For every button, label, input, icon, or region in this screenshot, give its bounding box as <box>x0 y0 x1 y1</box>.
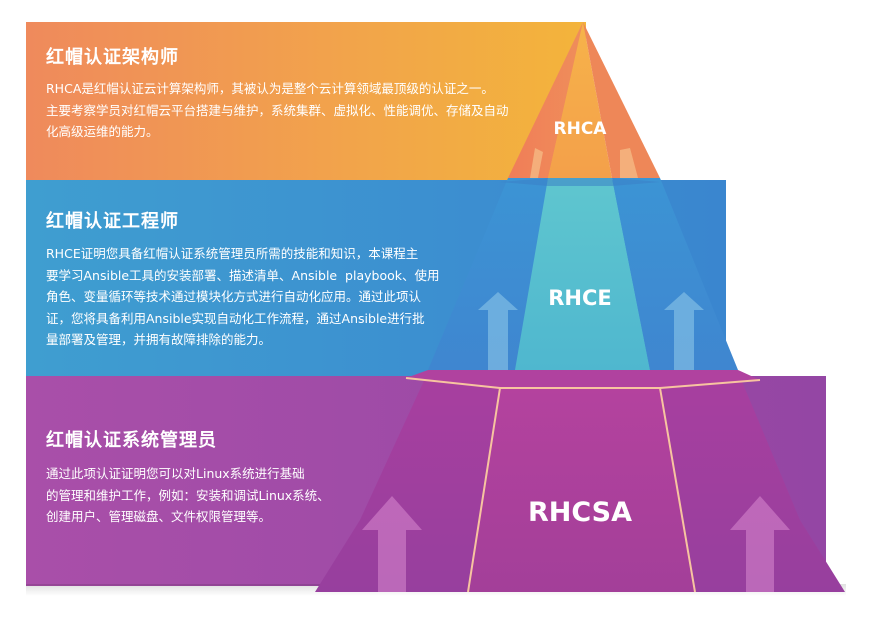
rhca-desc-line: RHCA是红帽认证云计算架构师，其被认为是整个云计算领域最顶级的认证之一。 <box>46 81 494 96</box>
rhce-desc-line: 角色、变量循环等技术通过模块化方式进行自动化应用。通过此项认 <box>46 289 422 304</box>
rhce-desc-line: 证，您将具备利用Ansible实现自动化工作流程，通过Ansible进行批 <box>46 310 425 326</box>
rhca-desc-line: 化高级运维的能力。 <box>46 124 159 139</box>
rhce-description: RHCE证明您具备红帽认证系统管理员所需的技能和知识，本课程主 要学习Ansib… <box>46 243 446 351</box>
rhca-tier <box>508 22 660 178</box>
rhcsa-description: 通过此项认证证明您可以对Linux系统进行基础 的管理和维护工作，例如：安装和调… <box>46 463 346 528</box>
rhca-label: RHCA <box>554 119 608 139</box>
rhcsa-label: RHCSA <box>528 497 632 528</box>
rhcsa-tier <box>315 370 845 593</box>
rhce-tier <box>428 178 738 370</box>
rhca-desc-line: 主要考察学员对红帽云平台搭建与维护，系统集群、虚拟化、性能调优、存储及自动 <box>46 102 509 118</box>
rhce-desc-line: RHCE证明您具备红帽认证系统管理员所需的技能和知识，本课程主 <box>46 246 419 261</box>
rhca-description: RHCA是红帽认证云计算架构师，其被认为是整个云计算领域最顶级的认证之一。 主要… <box>46 78 546 143</box>
rhce-label: RHCE <box>548 286 612 310</box>
rhcsa-title: 红帽认证系统管理员 <box>46 430 217 451</box>
rhca-band <box>26 22 586 180</box>
rhce-title: 红帽认证工程师 <box>46 211 179 232</box>
rhce-desc-line: 量部署及管理，并拥有故障排除的能力。 <box>46 332 272 347</box>
rhcsa-desc-line: 通过此项认证证明您可以对Linux系统进行基础 <box>46 466 305 481</box>
rhcsa-desc-line: 创建用户、管理磁盘、文件权限管理等。 <box>46 509 272 524</box>
rhcsa-desc-line: 的管理和维护工作，例如：安装和调试Linux系统、 <box>46 487 330 503</box>
rhce-desc-line: 要学习Ansible工具的安装部署、描述清单、Ansible playbook、… <box>46 267 440 283</box>
rhca-title: 红帽认证架构师 <box>46 47 179 68</box>
